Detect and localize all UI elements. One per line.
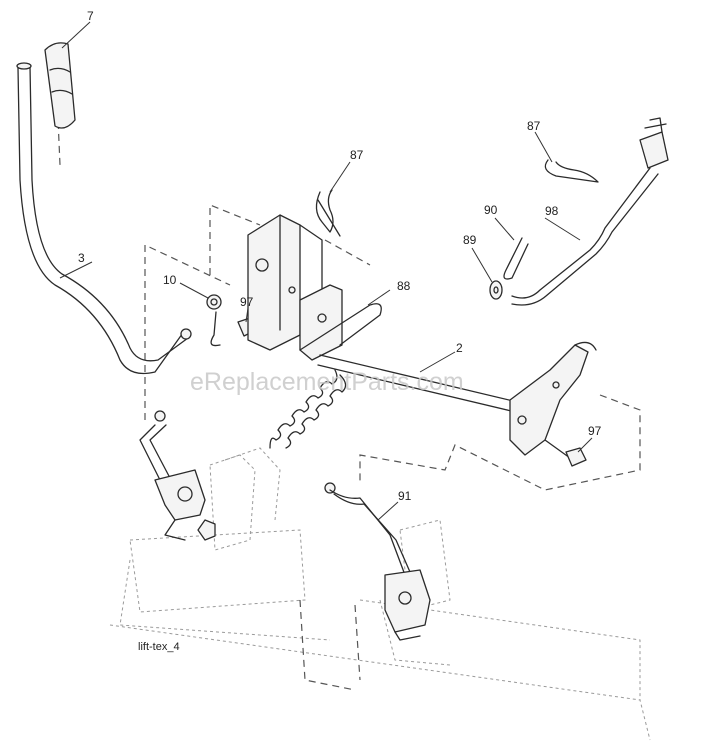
callout-leaders (59, 21, 593, 521)
mounting-bracket-part (247, 214, 343, 361)
washer-part (489, 280, 503, 300)
callout-89: 89 (463, 233, 477, 247)
callout-2: 2 (456, 341, 463, 355)
callout-88: 88 (397, 279, 411, 293)
lift-lever-part (16, 62, 192, 375)
callout-7: 7 (87, 9, 94, 23)
watermark: eReplacementParts.com (190, 368, 464, 396)
chassis-outline (109, 447, 651, 741)
callout-labels: 7 3 10 97 87 88 2 87 90 98 89 97 91 (78, 9, 602, 503)
extension-spring-part (269, 369, 347, 449)
left-pivot-assembly-part (139, 410, 216, 541)
bolt-right-part (544, 439, 587, 467)
callout-97-left: 97 (240, 295, 254, 309)
cotter-pin-part (503, 237, 529, 280)
height-adjust-rod-part (511, 117, 669, 306)
assembly-dash-lines (54, 49, 641, 691)
callout-97-right: 97 (588, 424, 602, 438)
spring-hook-part (299, 303, 382, 351)
handle-grip-part (44, 42, 76, 129)
callout-91: 91 (398, 489, 412, 503)
callout-90: 90 (484, 203, 498, 217)
hairpin-clip-right-part (544, 159, 599, 183)
callout-87-right: 87 (527, 119, 541, 133)
callout-10: 10 (163, 273, 177, 287)
hairpin-clip-left-part (315, 189, 341, 237)
callout-98: 98 (545, 204, 559, 218)
lift-shaft-part (317, 341, 597, 456)
callout-3: 3 (78, 251, 85, 265)
callout-87-left: 87 (350, 148, 364, 162)
right-pivot-arm-part (324, 482, 431, 641)
torsion-spring-part (206, 294, 222, 347)
figure-label: lift-tex_4 (138, 641, 180, 653)
